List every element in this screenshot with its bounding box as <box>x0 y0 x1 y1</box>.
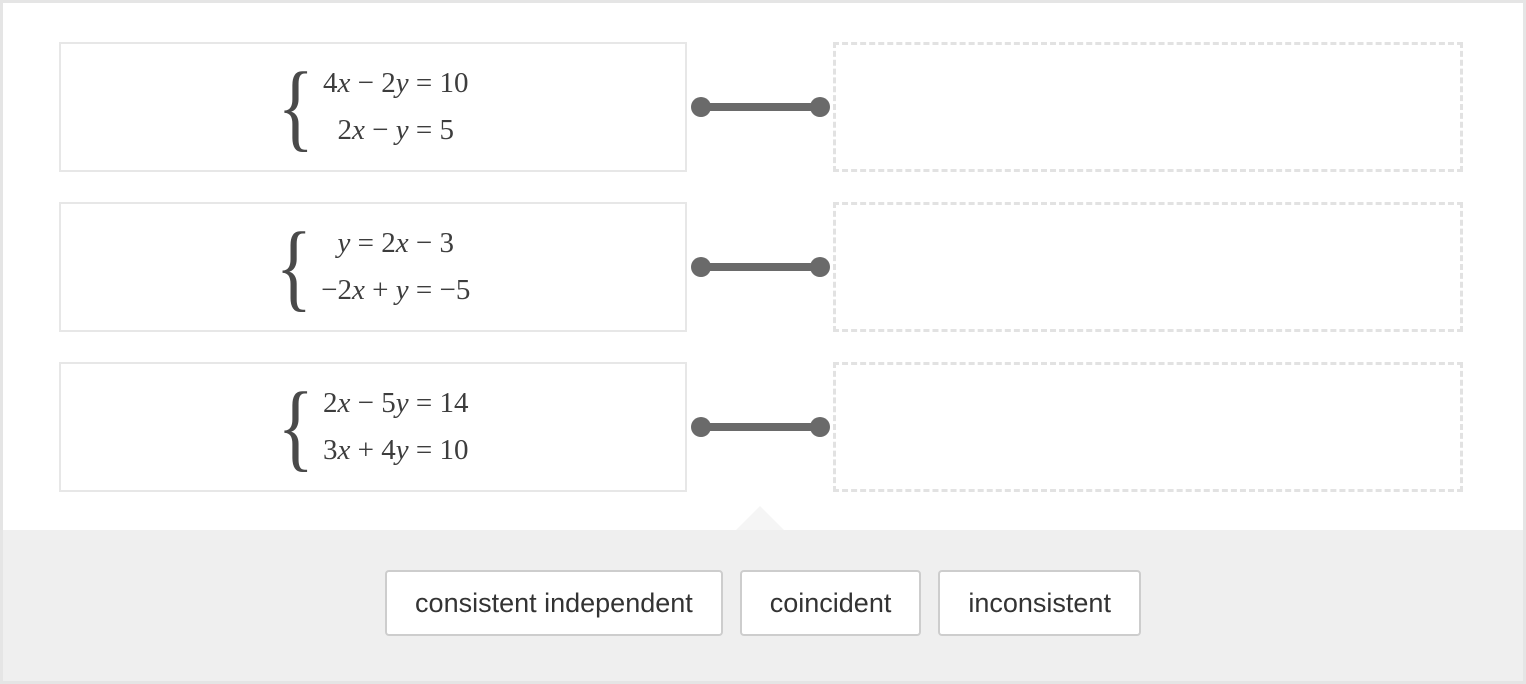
match-row: { 2x − 5y = 14 3x + 4y = 10 <box>0 362 1526 492</box>
connector-dot-left[interactable] <box>691 257 711 277</box>
connector-dot-right[interactable] <box>810 97 830 117</box>
system-card: { 2x − 5y = 14 3x + 4y = 10 <box>59 362 687 492</box>
drop-zone[interactable] <box>833 202 1463 332</box>
answer-chip-consistent-independent[interactable]: consistent independent <box>385 570 723 636</box>
answer-bank: consistent independent coincident incons… <box>0 506 1526 684</box>
equation-block: 2x − 5y = 14 3x + 4y = 10 <box>323 380 468 474</box>
equation-line: 2x − 5y = 14 <box>323 387 469 419</box>
connector-line <box>700 423 821 431</box>
answer-chip-coincident[interactable]: coincident <box>739 570 922 636</box>
equation-line: 2x − y = 5 <box>337 114 454 146</box>
match-row: { y = 2x − 3 −2x + y = −5 <box>0 202 1526 332</box>
answer-chip-inconsistent[interactable]: inconsistent <box>938 570 1141 636</box>
connector <box>691 417 830 437</box>
left-brace: { <box>277 373 314 481</box>
left-brace: { <box>277 53 314 161</box>
drop-zone[interactable] <box>833 42 1463 172</box>
equation-line: 4x − 2y = 10 <box>323 67 469 99</box>
connector <box>691 97 830 117</box>
connector-dot-left[interactable] <box>691 417 711 437</box>
equation-block: y = 2x − 3 −2x + y = −5 <box>321 220 470 314</box>
bank-pointer-notch <box>736 506 784 530</box>
connector-line <box>700 103 821 111</box>
equation-line: y = 2x − 3 <box>337 227 454 259</box>
connector-dot-right[interactable] <box>810 417 830 437</box>
system-card: { y = 2x − 3 −2x + y = −5 <box>59 202 687 332</box>
equation-line: −2x + y = −5 <box>321 274 471 306</box>
left-brace: { <box>275 213 313 321</box>
connector-line <box>700 263 821 271</box>
answer-chips: consistent independent coincident incons… <box>0 570 1526 636</box>
equation-line: 3x + 4y = 10 <box>323 434 469 466</box>
drop-zone[interactable] <box>833 362 1463 492</box>
connector-dot-right[interactable] <box>810 257 830 277</box>
system-card: { 4x − 2y = 10 2x − y = 5 <box>59 42 687 172</box>
match-row: { 4x − 2y = 10 2x − y = 5 <box>0 42 1526 172</box>
equation-block: 4x − 2y = 10 2x − y = 5 <box>323 60 468 154</box>
connector <box>691 257 830 277</box>
connector-dot-left[interactable] <box>691 97 711 117</box>
